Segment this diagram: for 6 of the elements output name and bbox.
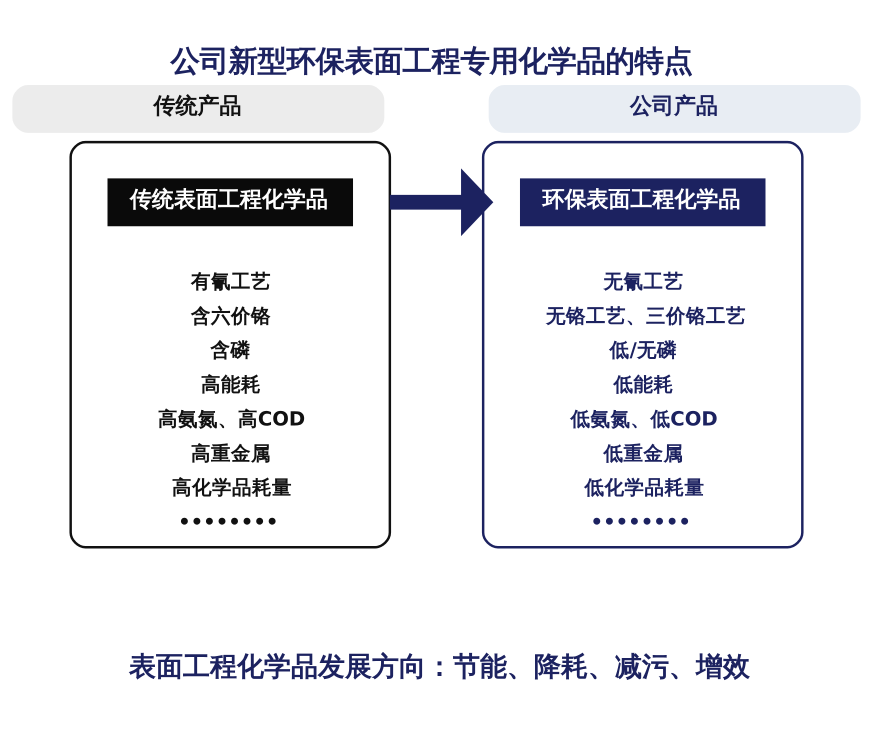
caption: 表面工程化学品发展方向：节能、降耗、减污、增效 [128, 652, 750, 683]
node-box: 公司产品 [488, 85, 861, 133]
node-box: 传统表面工程化学品 [108, 178, 354, 226]
diagram-title: 公司新型环保表面工程专用化学品的特点 [170, 44, 693, 78]
arrow [390, 168, 494, 236]
node-box: 环保表面工程化学品 [520, 178, 766, 226]
